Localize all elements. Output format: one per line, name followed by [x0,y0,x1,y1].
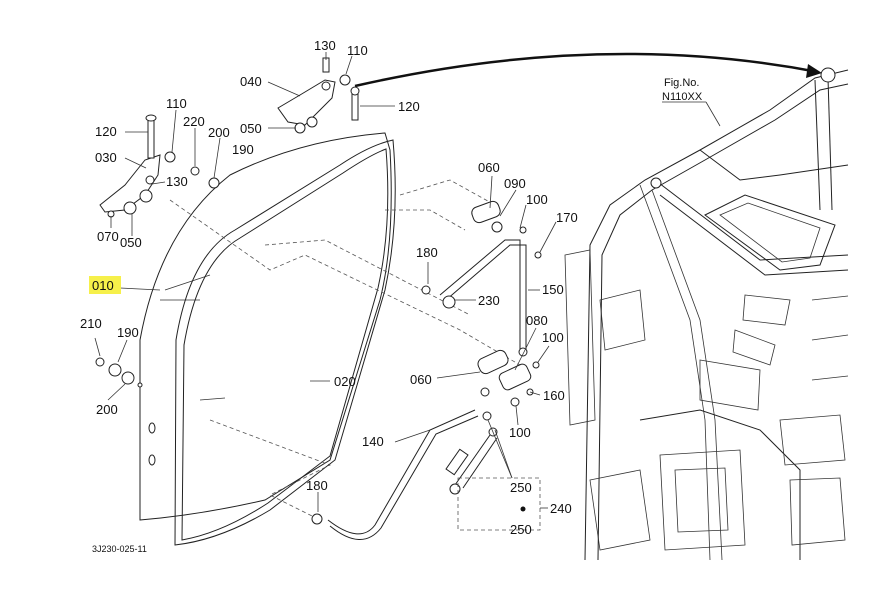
callout-040: 040 [240,74,262,89]
callout-050: 050 [120,235,142,250]
callout-070: 070 [97,229,119,244]
callout-110: 110 [166,96,187,111]
guide-line [264,239,471,316]
fasteners-left [95,357,135,385]
drawing-code: 3J230-025-11 [92,544,147,554]
fig-no-label: Fig.No. [664,77,699,89]
callout-220: 220 [183,114,205,129]
callout-030: 030 [95,150,117,165]
upper-hinge-040 [277,57,360,134]
glass-hole [148,454,156,466]
callout-020: 020 [334,374,356,389]
cab-frame [564,67,849,561]
callout-140: 140 [362,434,384,449]
guide-line [169,199,521,366]
frame-pivot [650,177,662,189]
callout-100: 100 [526,192,548,207]
callout-120: 120 [398,99,420,114]
callout-100: 100 [542,330,564,345]
left-hinge-030 [99,114,220,218]
callout-230: 230 [478,293,500,308]
callout-100: 100 [509,425,531,440]
callout-130: 130 [314,38,336,53]
callout-060: 060 [478,160,500,175]
door-glass-010 [137,132,392,521]
hinge-location-arrow [354,52,819,88]
callout-170: 170 [556,210,578,225]
callout-010: 010 [92,278,114,293]
callout-080: 080 [526,313,548,328]
callout-050: 050 [240,121,262,136]
gas-strut-240 [445,427,541,531]
guide-line [385,209,466,231]
callout-160: 160 [543,388,565,403]
fig-no-value: N110XX [662,91,703,103]
callout-120: 120 [95,124,117,139]
callout-150: 150 [542,282,564,297]
highlight-010 [89,276,121,294]
callout-leaders [94,52,557,512]
stay-150 [421,200,542,357]
callout-110: 110 [347,43,368,58]
callout-190: 190 [232,142,254,157]
callout-210: 210 [80,316,102,331]
callout-180: 180 [416,245,438,260]
callout-250: 250 [510,480,532,495]
callout-190: 190 [117,325,139,340]
frame-hinge-pivot [820,67,836,83]
lower-bracket-060-080 [477,349,540,421]
arrow-head-icon [806,64,822,78]
callout-labels: 130 110 040 120 050 110 120 220 200 190 … [80,38,578,537]
fig-no-leader [705,101,721,127]
door-seal-020 [174,139,396,546]
callout-090: 090 [504,176,526,191]
callout-200: 200 [208,125,230,140]
guide-line [399,179,496,206]
rod-140 [311,409,479,540]
callout-180: 180 [306,478,328,493]
glass-hole [137,382,143,388]
glass-hole [148,422,156,434]
callout-130: 130 [166,174,188,189]
callout-060: 060 [410,372,432,387]
callout-240: 240 [550,501,572,516]
callout-250: 250 [510,522,532,537]
callout-200: 200 [96,402,118,417]
guide-line [209,419,331,521]
